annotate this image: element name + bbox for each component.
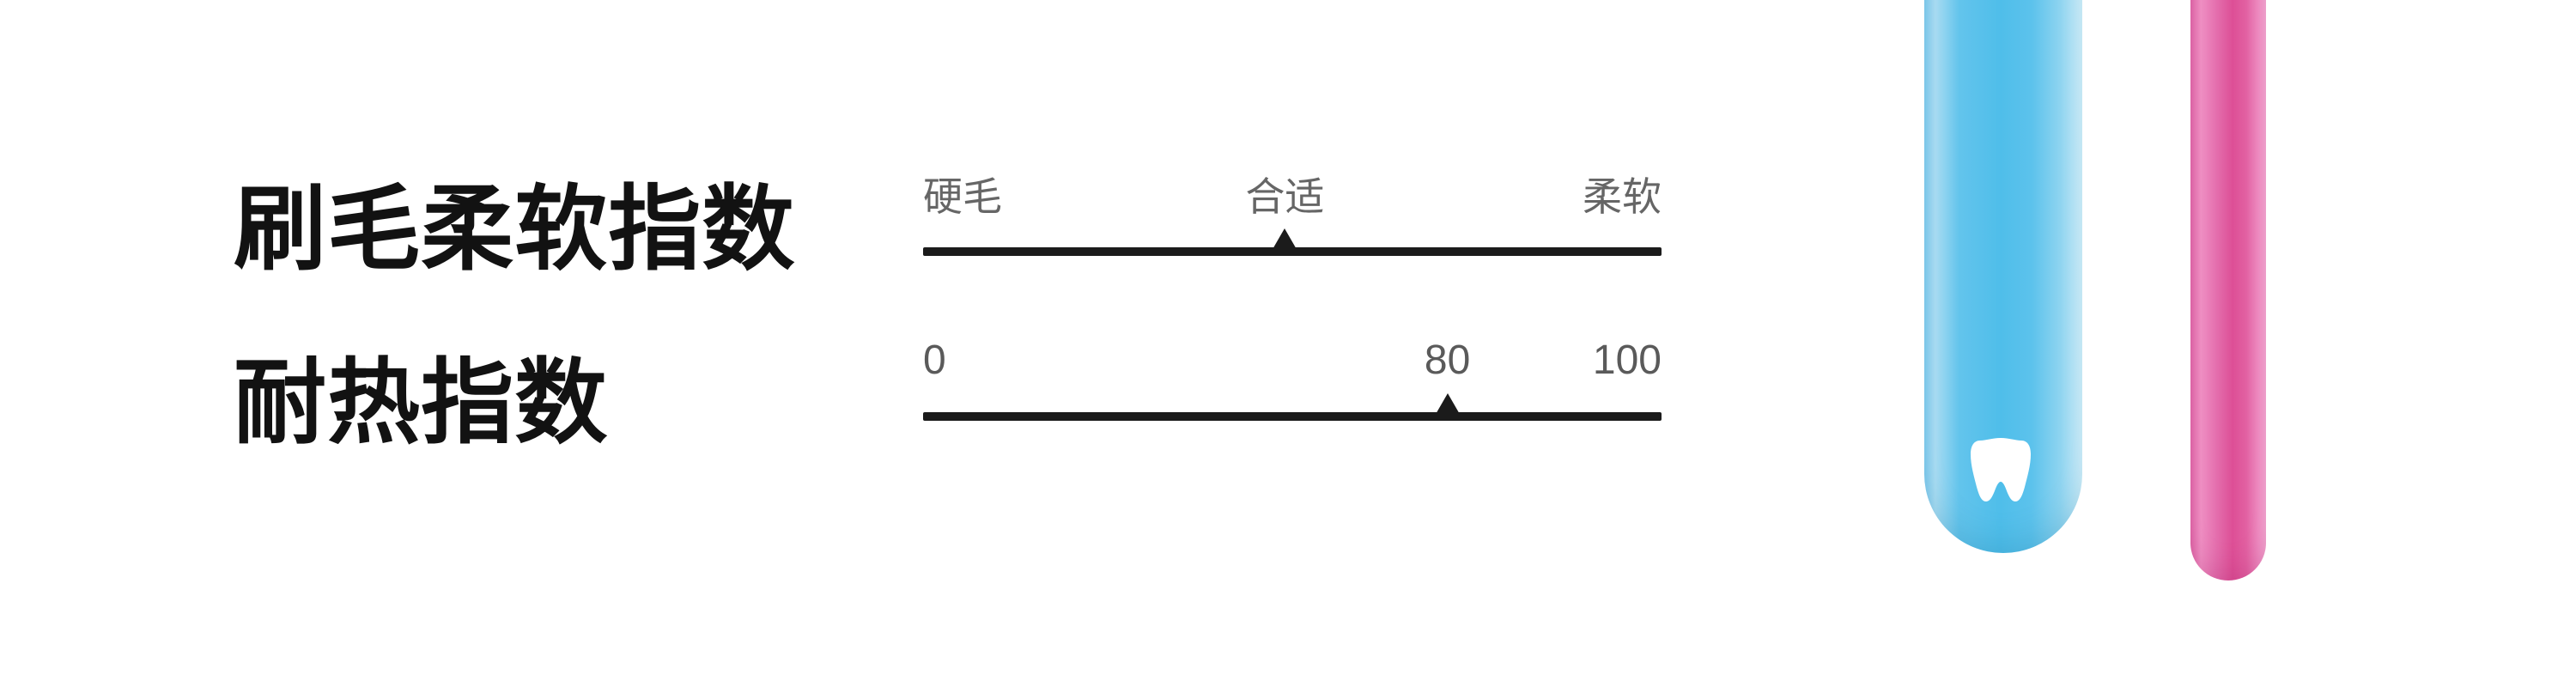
slider-bristle-softness[interactable]: 硬毛 合适 柔软 <box>923 155 1662 263</box>
tick-label-suitable: 合适 <box>1245 173 1325 220</box>
slider-track-heat-resistance[interactable] <box>923 412 1662 421</box>
slider-marker-heat-resistance[interactable] <box>1434 393 1461 416</box>
tick-label-hard: 硬毛 <box>923 173 1002 220</box>
slider-track-wrap[interactable] <box>923 228 1662 263</box>
tick-label-value: 80 <box>1424 337 1471 383</box>
tick-label-max: 100 <box>1592 337 1662 383</box>
pink-toothbrush-handle <box>2190 0 2266 580</box>
metric-label-heat-resistance: 耐热指数 <box>234 350 609 457</box>
slider-marker-bristle-softness[interactable] <box>1272 228 1298 251</box>
slider-track-bristle-softness[interactable] <box>923 247 1662 256</box>
tick-label-min: 0 <box>923 337 946 383</box>
slider-track-wrap[interactable] <box>923 393 1662 428</box>
slider-heat-resistance[interactable]: 0 80 100 <box>923 319 1662 428</box>
slider-tick-labels: 0 80 100 <box>923 319 1662 381</box>
metric-label-bristle-softness: 刷毛柔软指数 <box>234 176 796 283</box>
slider-tick-labels: 硬毛 合适 柔软 <box>923 155 1662 216</box>
blue-toothbrush-handle <box>1924 0 2082 553</box>
tick-label-soft: 柔软 <box>1583 173 1662 220</box>
tooth-icon <box>1971 438 2031 501</box>
